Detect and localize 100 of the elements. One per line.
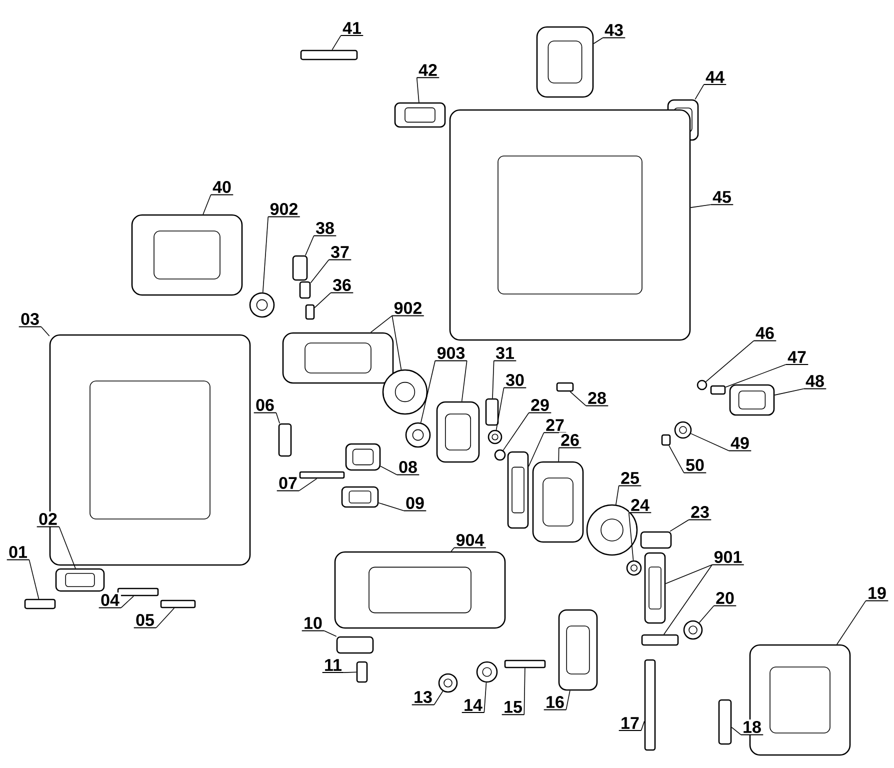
callout-number: 01 bbox=[6, 544, 30, 560]
callout-number: 07 bbox=[276, 475, 300, 492]
part-drawing bbox=[494, 449, 506, 461]
leader-line bbox=[502, 412, 530, 451]
callout-number: 05 bbox=[133, 612, 157, 628]
part-drawing bbox=[160, 600, 196, 608]
part-drawing bbox=[640, 531, 672, 549]
leader-line bbox=[616, 485, 620, 506]
part-drawing bbox=[300, 50, 358, 60]
leader-line bbox=[664, 564, 713, 635]
part-drawing bbox=[504, 660, 546, 668]
leader-line bbox=[392, 315, 402, 370]
callout-number: 38 bbox=[313, 220, 337, 236]
callout-number: 03 bbox=[18, 311, 42, 328]
part-drawing bbox=[710, 385, 726, 395]
callout-number: 45 bbox=[710, 190, 734, 206]
part-drawing bbox=[449, 109, 691, 341]
callout-number: 06 bbox=[253, 397, 277, 414]
leader-line bbox=[332, 35, 342, 50]
part-drawing bbox=[356, 661, 368, 683]
leader-line bbox=[694, 84, 704, 100]
callout-number: 26 bbox=[558, 432, 582, 448]
part-drawing bbox=[532, 461, 584, 543]
callout-number: 15 bbox=[501, 700, 525, 716]
part-drawing bbox=[249, 292, 275, 318]
part-drawing bbox=[345, 443, 381, 471]
part-drawing bbox=[644, 659, 656, 751]
leader-line bbox=[665, 564, 713, 584]
part-drawing bbox=[282, 332, 394, 384]
callout-number: 30 bbox=[503, 372, 527, 388]
leader-line bbox=[420, 360, 436, 424]
callout-number: 50 bbox=[683, 457, 707, 474]
callout-number: 44 bbox=[703, 70, 727, 86]
leader-line bbox=[492, 360, 494, 399]
part-drawing bbox=[55, 568, 105, 592]
callout-number: 10 bbox=[301, 615, 325, 632]
callout-number: 04 bbox=[98, 592, 122, 608]
callout-number: 904 bbox=[454, 532, 486, 548]
part-drawing bbox=[336, 636, 374, 654]
leader-line bbox=[370, 315, 393, 333]
leader-line bbox=[725, 364, 786, 388]
part-drawing bbox=[644, 552, 666, 624]
part-drawing bbox=[299, 281, 311, 299]
part-drawing bbox=[536, 26, 594, 98]
leader-line bbox=[706, 340, 754, 382]
leader-line bbox=[593, 37, 604, 44]
part-drawing bbox=[436, 401, 480, 463]
callout-number: 903 bbox=[434, 345, 468, 362]
callout-number: 11 bbox=[322, 658, 344, 674]
callout-number: 24 bbox=[628, 498, 652, 514]
leader-line bbox=[310, 259, 330, 284]
callout-number: 43 bbox=[602, 22, 626, 38]
callout-number: 19 bbox=[865, 585, 889, 602]
leader-line bbox=[628, 512, 634, 561]
leader-line bbox=[434, 690, 444, 706]
leader-line bbox=[40, 326, 50, 336]
part-drawing bbox=[438, 673, 458, 693]
callout-number: 47 bbox=[785, 350, 809, 366]
leader-line bbox=[324, 630, 337, 637]
leader-line bbox=[484, 682, 487, 713]
callout-number: 902 bbox=[268, 201, 300, 218]
callout-number: 902 bbox=[392, 300, 424, 316]
callout-number: 37 bbox=[328, 244, 352, 260]
leader-line bbox=[836, 600, 866, 645]
part-drawing bbox=[696, 380, 708, 390]
callout-number: 13 bbox=[411, 689, 435, 706]
leader-line bbox=[566, 690, 570, 710]
part-drawing bbox=[729, 384, 775, 416]
callout-number: 18 bbox=[740, 719, 764, 736]
callout-number: 25 bbox=[618, 470, 642, 486]
leader-line bbox=[524, 668, 526, 716]
leader-line bbox=[558, 447, 560, 462]
part-drawing bbox=[507, 451, 529, 529]
callout-number: 27 bbox=[543, 418, 567, 434]
callout-number: 17 bbox=[618, 716, 642, 732]
leader-line bbox=[343, 672, 357, 673]
part-drawing bbox=[556, 382, 574, 392]
part-drawing bbox=[718, 699, 732, 745]
callout-number: 29 bbox=[528, 397, 552, 414]
callout-number: 20 bbox=[713, 590, 737, 606]
part-drawing bbox=[476, 661, 498, 683]
callout-number: 09 bbox=[403, 495, 427, 512]
leader-line bbox=[461, 360, 468, 402]
callout-number: 28 bbox=[585, 390, 609, 406]
callout-number: 36 bbox=[330, 277, 354, 294]
leader-line bbox=[380, 466, 398, 476]
callout-number: 49 bbox=[728, 435, 752, 452]
part-drawing bbox=[674, 421, 692, 439]
callout-number: 48 bbox=[803, 373, 827, 390]
leader-line bbox=[774, 388, 804, 396]
leader-line bbox=[450, 547, 455, 552]
leader-line bbox=[668, 445, 684, 474]
leader-line bbox=[262, 216, 269, 293]
leader-line bbox=[58, 526, 76, 569]
leader-line bbox=[298, 478, 318, 492]
leader-line bbox=[305, 235, 314, 256]
leader-line bbox=[314, 292, 332, 308]
leader-line bbox=[416, 77, 420, 103]
leader-line bbox=[690, 433, 730, 452]
part-drawing bbox=[488, 430, 502, 444]
